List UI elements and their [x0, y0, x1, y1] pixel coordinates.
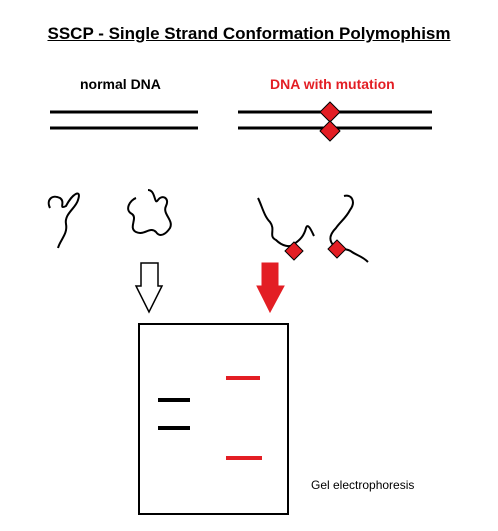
normal-down-arrow — [134, 262, 164, 314]
mutated-single-strand-2 — [329, 194, 369, 263]
mutated-single-strand-2-marker — [327, 239, 347, 259]
mutated-single-strand-1-marker — [284, 241, 304, 261]
mutation-marker-top — [319, 101, 341, 123]
mutation-dna-label: DNA with mutation — [270, 76, 395, 92]
mutated-double-strand — [238, 101, 432, 142]
mutation-down-arrow — [256, 262, 285, 314]
mutated-single-strand-1 — [257, 197, 315, 248]
gel-caption: Gel electrophoresis — [311, 478, 415, 492]
mutation-marker-bottom — [319, 120, 341, 142]
gel-box — [138, 323, 289, 515]
normal-dna-label: normal DNA — [80, 76, 161, 92]
normal-single-strand-1 — [47, 192, 80, 249]
normal-double-strand — [50, 110, 198, 130]
normal-single-strand-2 — [127, 189, 172, 236]
page-title: SSCP - Single Strand Conformation Polymo… — [47, 24, 451, 43]
